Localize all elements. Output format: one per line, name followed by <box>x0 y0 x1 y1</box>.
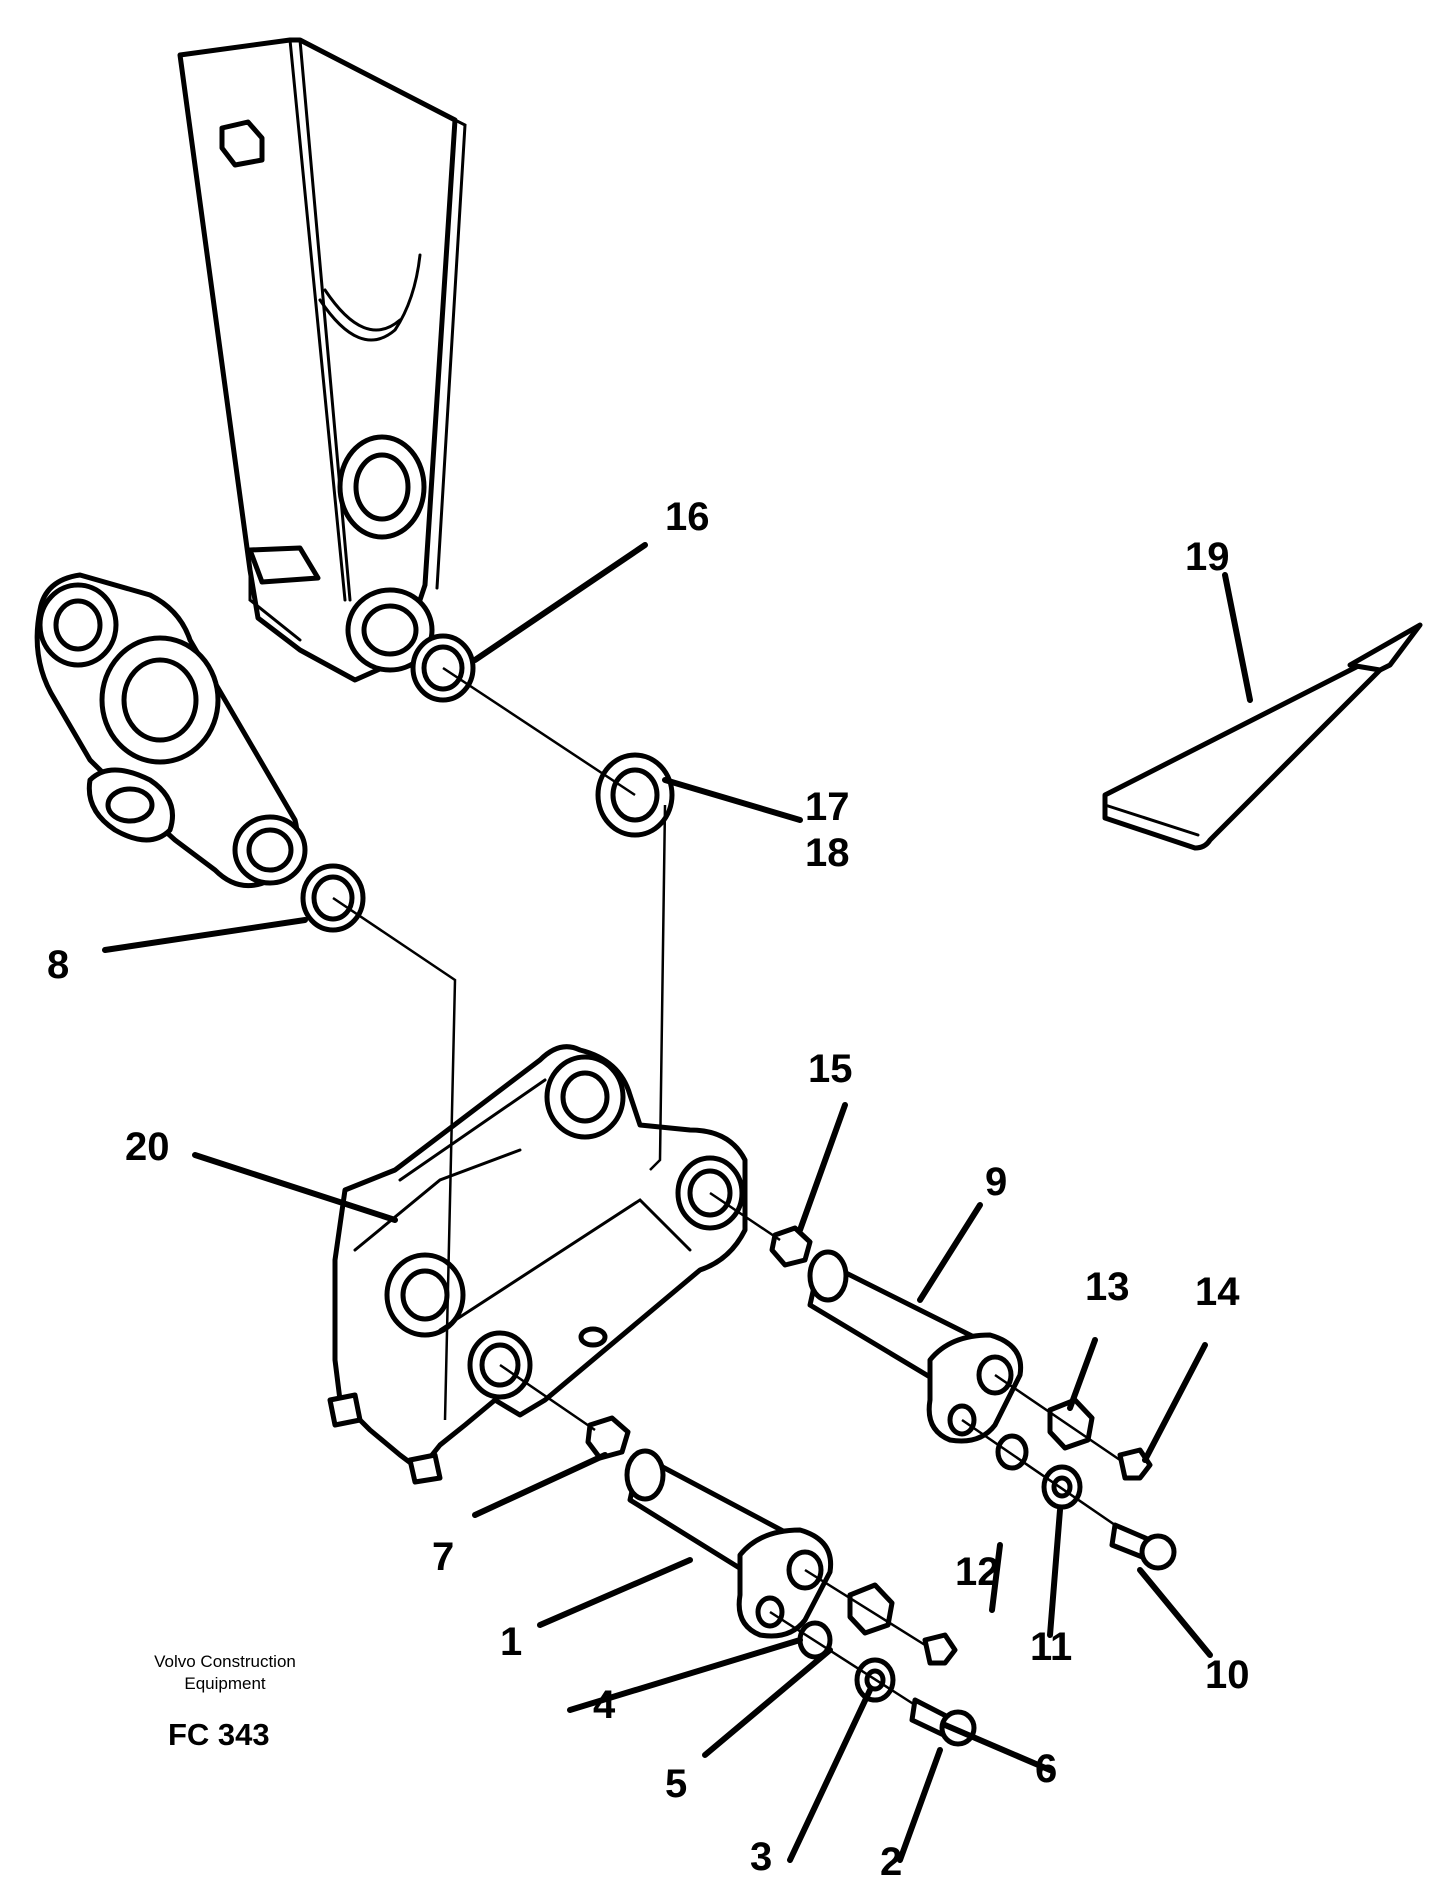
callout-4: 4 <box>593 1683 616 1727</box>
callout-9: 9 <box>985 1160 1007 1204</box>
callout-1: 1 <box>500 1620 522 1664</box>
assembly-axes <box>332 666 1121 1707</box>
callout-17: 17 <box>805 785 850 829</box>
callout-2: 2 <box>880 1840 902 1884</box>
callout-11: 11 <box>1030 1625 1072 1669</box>
callout-8: 8 <box>47 943 69 987</box>
callout-12: 12 <box>955 1550 1000 1594</box>
company-name-line-2: Equipment <box>184 1674 266 1693</box>
callout-labels: 1 2 3 4 5 6 7 8 9 10 11 12 13 14 15 16 1… <box>47 495 1250 1884</box>
pin-1-assembly <box>585 1415 977 1747</box>
coupler-bracket <box>327 1044 748 1485</box>
company-name-line-1: Volvo Construction <box>154 1652 296 1671</box>
callout-5: 5 <box>665 1762 687 1806</box>
callout-15: 15 <box>808 1047 853 1091</box>
callout-3: 3 <box>750 1835 772 1879</box>
leader-lines <box>102 542 1253 1863</box>
callout-6: 6 <box>1035 1747 1057 1791</box>
callout-18: 18 <box>805 831 850 875</box>
callout-14: 14 <box>1195 1270 1240 1314</box>
figure-code: FC 343 <box>168 1717 270 1752</box>
callout-10: 10 <box>1205 1653 1250 1697</box>
callout-20: 20 <box>125 1125 170 1169</box>
callout-19: 19 <box>1185 535 1230 579</box>
callout-13: 13 <box>1085 1265 1130 1309</box>
grease-tube <box>1102 622 1423 851</box>
callout-7: 7 <box>432 1535 454 1579</box>
dipper-arm <box>177 37 476 703</box>
callout-16: 16 <box>665 495 710 539</box>
pin-9-assembly <box>769 1225 1177 1571</box>
